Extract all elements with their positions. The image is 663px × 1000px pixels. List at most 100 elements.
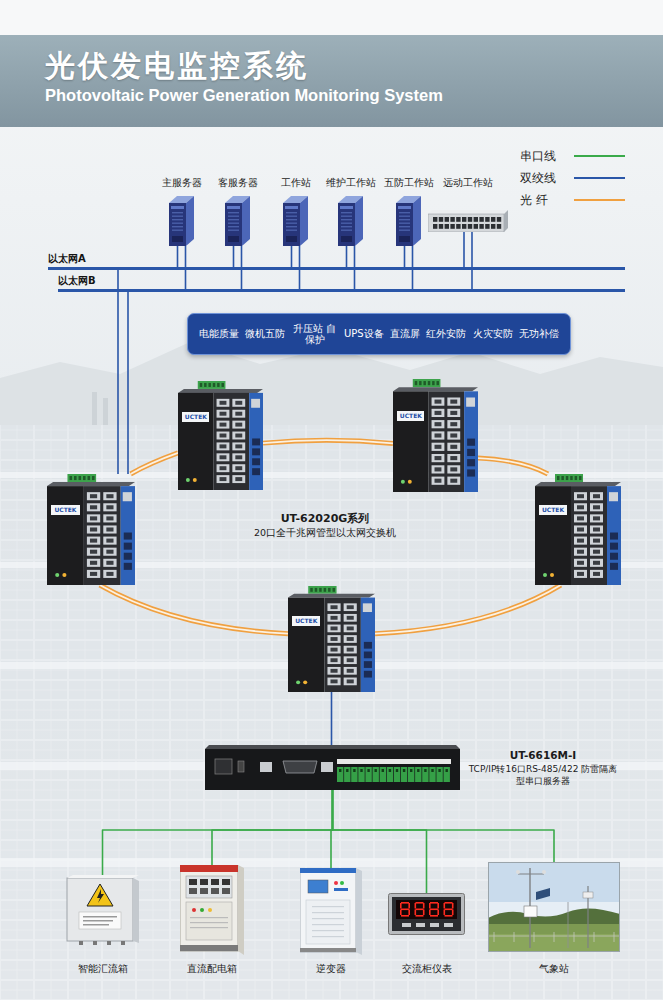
- decoration: [355, 196, 363, 246]
- decoration: [79, 476, 82, 480]
- fiber-link: [478, 458, 548, 474]
- decoration: [217, 421, 230, 429]
- server-tower-icon: [225, 196, 250, 246]
- decoration: [178, 393, 214, 490]
- decoration: [180, 865, 238, 872]
- field-device: 交流柜仪表: [388, 893, 465, 935]
- decoration: [211, 879, 219, 885]
- decoration: [214, 393, 250, 490]
- decoration: [485, 224, 489, 229]
- server-node: 客服务器: [225, 196, 250, 246]
- decoration: [524, 906, 537, 917]
- decoration: [221, 383, 223, 387]
- decoration: [467, 469, 475, 476]
- dc-cabinet-illustration: [180, 865, 244, 955]
- decoration: [474, 217, 478, 222]
- diagram-title: 光伏发电监控系统: [45, 46, 309, 87]
- decoration: [428, 210, 508, 214]
- decoration: [217, 453, 230, 461]
- decoration: [467, 459, 475, 466]
- serial-server-caption: UT-6616M-I TCP/IP转16口RS-485/422 防雷隔离型串口服务…: [467, 749, 619, 787]
- decoration: [300, 948, 356, 952]
- decoration: [396, 900, 457, 919]
- decoration: [232, 432, 245, 440]
- decoration: [413, 379, 441, 387]
- decoration: [222, 888, 230, 894]
- decoration: [217, 399, 230, 407]
- decoration: [330, 648, 337, 652]
- decoration: [399, 219, 410, 220]
- fiber-link: [131, 453, 178, 474]
- decoration: [577, 494, 584, 498]
- decoration: [92, 476, 95, 480]
- model-name: UT-6616M-I: [467, 749, 619, 761]
- decoration: [570, 476, 573, 480]
- decoration: [447, 409, 460, 417]
- chimney: [92, 392, 97, 425]
- decoration: [534, 932, 535, 942]
- decoration: [574, 537, 587, 545]
- decoration: [286, 226, 297, 227]
- decoration: [288, 598, 324, 692]
- decoration: [550, 573, 554, 577]
- decoration: [300, 196, 308, 246]
- decoration: [468, 217, 472, 222]
- decoration: [327, 603, 340, 611]
- decoration: [339, 769, 341, 772]
- decoration: [346, 769, 348, 772]
- decoration: [574, 559, 587, 567]
- decoration: [232, 475, 245, 483]
- decoration: [447, 454, 460, 462]
- decoration: [333, 588, 336, 592]
- decoration: [67, 878, 133, 941]
- decoration: [367, 769, 369, 772]
- decoration: [413, 196, 421, 246]
- decoration: [330, 669, 337, 673]
- decoration: [232, 464, 245, 472]
- top-strip: [0, 0, 663, 35]
- brand-sticker: UCTEK: [397, 411, 424, 421]
- decoration: [286, 223, 297, 224]
- decoration: [450, 445, 457, 449]
- decoration: [445, 224, 449, 229]
- decoration: [200, 888, 208, 894]
- decoration: [593, 527, 600, 531]
- brand-sticker: UCTEK: [182, 412, 209, 422]
- decoration: [87, 514, 100, 522]
- decoration: [416, 902, 424, 904]
- decoration: [334, 881, 338, 885]
- field-device: 直流配电箱: [180, 865, 244, 955]
- decoration: [491, 217, 495, 222]
- decoration: [217, 410, 230, 418]
- decoration: [361, 598, 375, 692]
- legend-text: 双绞线: [520, 170, 556, 187]
- decoration: [429, 391, 465, 492]
- decoration: [312, 924, 344, 925]
- decoration: [330, 616, 337, 620]
- model-description: TCP/IP转16口RS-485/422 防雷隔离型串口服务器: [467, 763, 619, 787]
- decoration: [424, 769, 426, 772]
- connector-line: [127, 292, 129, 474]
- decoration: [428, 381, 430, 385]
- decoration: [432, 431, 445, 439]
- decoration: [186, 902, 232, 940]
- decoration: [399, 230, 410, 231]
- decoration: [614, 932, 615, 942]
- decoration: [220, 401, 227, 405]
- decoration: [447, 420, 460, 428]
- decoration: [593, 561, 600, 565]
- decoration: [555, 474, 583, 482]
- decoration: [610, 533, 618, 540]
- decoration: [447, 477, 460, 485]
- decoration: [610, 543, 618, 550]
- decoration: [462, 217, 466, 222]
- connector-line: [233, 246, 235, 267]
- decoration: [338, 203, 355, 246]
- decoration: [180, 945, 238, 951]
- inverter-illustration: [300, 868, 362, 955]
- decoration: [399, 216, 410, 217]
- device-name: 远动工作站: [443, 177, 493, 190]
- decoration: [341, 236, 352, 242]
- decoration: [286, 219, 297, 220]
- decoration: [252, 438, 260, 445]
